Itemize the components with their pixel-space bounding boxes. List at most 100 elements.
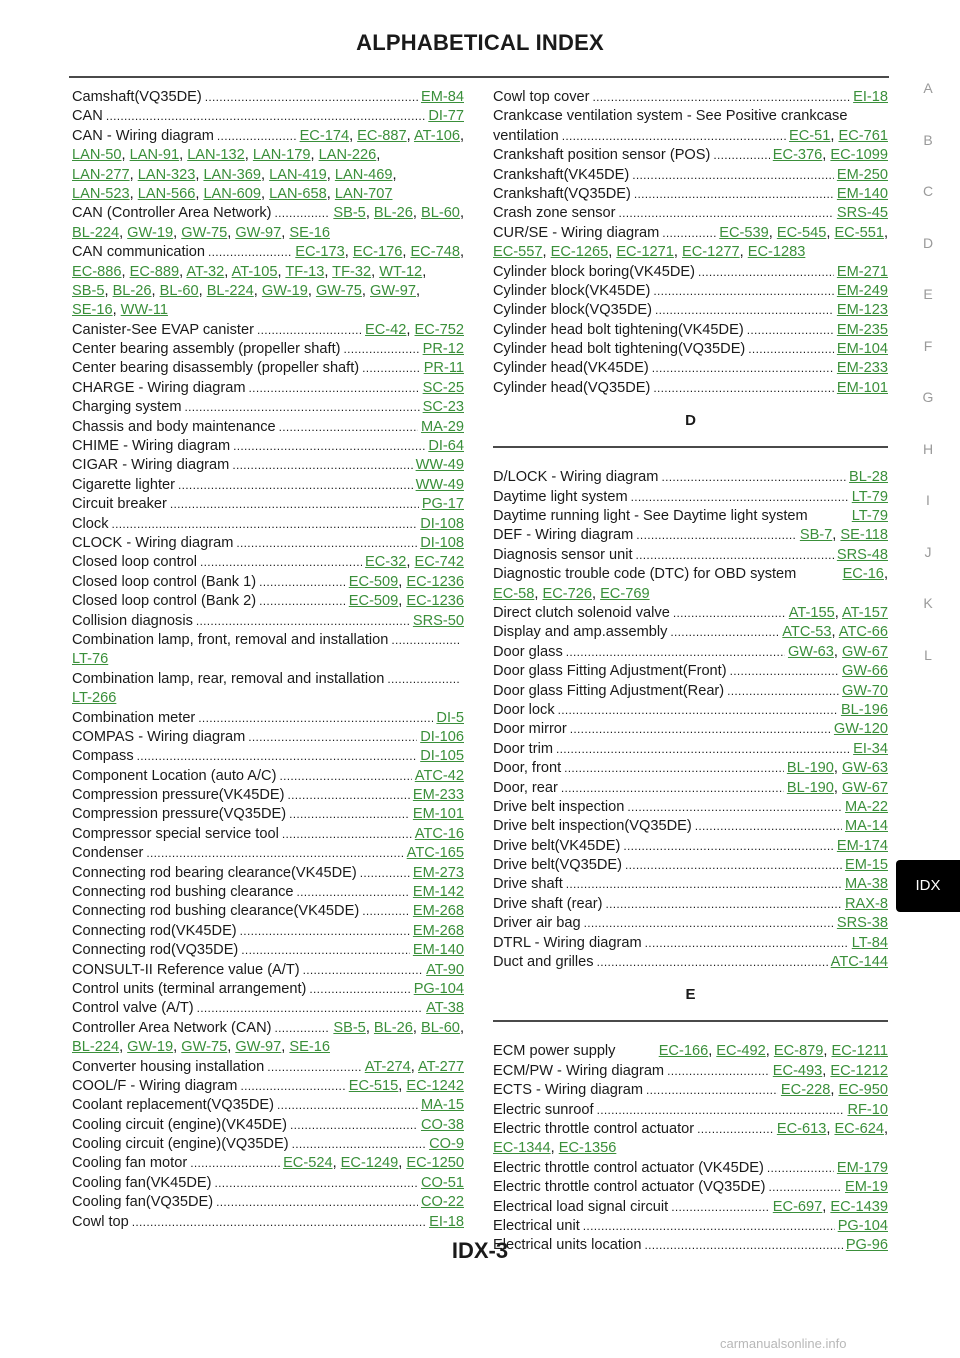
page-ref-link[interactable]: CO-9 (429, 1136, 464, 1153)
page-ref-link[interactable]: LT-79 (851, 488, 888, 505)
page-ref-link[interactable]: EC-492 (716, 1043, 766, 1060)
page-ref-link[interactable]: EC-761 (838, 127, 888, 144)
page-ref-link[interactable]: ATC-53 (782, 624, 832, 641)
page-ref-link[interactable]: EI-18 (853, 89, 888, 105)
page-ref-link[interactable]: BL-26 (373, 1019, 413, 1036)
page-ref-link[interactable]: EC-545 (776, 224, 827, 241)
page-ref-link[interactable]: DI-108 (420, 534, 464, 551)
page-ref-link[interactable]: EC-624 (834, 1120, 884, 1137)
page-ref-link[interactable]: BL-60 (159, 282, 199, 299)
page-ref-link[interactable]: EC-42 (365, 321, 407, 338)
section-tab-f[interactable]: F (923, 337, 933, 354)
page-ref-link[interactable]: EM-19 (845, 1179, 888, 1196)
page-ref-link[interactable]: EC-51 (789, 127, 831, 144)
page-ref-link[interactable]: DI-5 (436, 709, 464, 726)
page-ref-link[interactable]: EC-748 (410, 244, 460, 261)
page-ref-link[interactable]: LAN-91 (129, 147, 180, 164)
page-ref-link[interactable]: GW-66 (842, 663, 888, 680)
page-ref-link[interactable]: LAN-369 (203, 166, 262, 183)
page-ref-link[interactable]: PG-96 (845, 1237, 888, 1254)
page-ref-link[interactable]: LAN-277 (72, 166, 130, 183)
page-ref-link[interactable]: EC-1249 (340, 1155, 399, 1172)
page-ref-link[interactable]: WT-12 (379, 263, 423, 280)
page-ref-link[interactable]: EM-15 (845, 857, 888, 874)
page-ref-link[interactable]: EC-1344 (493, 1140, 551, 1157)
page-ref-link[interactable]: SE-16 (72, 302, 113, 319)
page-ref-link[interactable]: EM-233 (412, 787, 464, 804)
page-ref-link[interactable]: PR-12 (422, 341, 464, 358)
page-ref-link[interactable]: EM-104 (836, 341, 888, 358)
page-ref-link[interactable]: BL-190 (786, 779, 834, 796)
page-ref-link[interactable]: EC-1277 (682, 244, 740, 261)
page-ref-link[interactable]: EC-1236 (406, 593, 464, 610)
page-ref-link[interactable]: EC-887 (357, 127, 407, 144)
page-ref-link[interactable]: EC-950 (838, 1082, 888, 1099)
page-ref-link[interactable]: EC-1236 (406, 573, 464, 590)
page-ref-link[interactable]: EM-273 (412, 864, 464, 881)
page-ref-link[interactable]: LT-76 (72, 651, 109, 668)
page-ref-link[interactable]: GW-19 (127, 1039, 174, 1056)
page-ref-link[interactable]: LAN-50 (72, 147, 122, 164)
page-ref-link[interactable]: EM-174 (836, 837, 888, 854)
page-ref-link[interactable]: TF-32 (332, 263, 372, 280)
page-ref-link[interactable]: LAN-707 (334, 185, 393, 202)
page-ref-link[interactable]: LAN-566 (137, 185, 196, 202)
page-ref-link[interactable]: DI-64 (428, 438, 464, 455)
page-ref-link[interactable]: LT-84 (851, 934, 888, 951)
page-ref-link[interactable]: EC-886 (72, 263, 122, 280)
section-tab-idx[interactable]: IDX (896, 860, 960, 912)
section-tab-j[interactable]: J (924, 543, 932, 560)
page-ref-link[interactable]: EC-174 (299, 127, 350, 144)
page-ref-link[interactable]: EC-16 (842, 566, 884, 583)
page-ref-link[interactable]: EC-752 (414, 321, 464, 338)
page-ref-link[interactable]: LAN-523 (72, 185, 130, 202)
page-ref-link[interactable]: SRS-50 (412, 612, 464, 629)
page-ref-link[interactable]: GW-75 (181, 1039, 228, 1056)
page-ref-link[interactable]: BL-190 (786, 760, 834, 777)
page-ref-link[interactable]: MA-22 (845, 798, 888, 815)
page-ref-link[interactable]: EM-268 (412, 922, 464, 939)
page-ref-link[interactable]: EM-268 (412, 903, 464, 920)
page-ref-link[interactable]: EC-742 (414, 554, 464, 571)
page-ref-link[interactable]: GW-67 (842, 643, 888, 660)
section-tab-d[interactable]: D (922, 234, 934, 251)
page-ref-link[interactable]: BL-26 (112, 282, 152, 299)
page-ref-link[interactable]: EM-142 (412, 884, 464, 901)
page-ref-link[interactable]: MA-38 (845, 876, 888, 893)
page-ref-link[interactable]: CO-51 (421, 1174, 464, 1191)
page-ref-link[interactable]: ATC-16 (414, 825, 464, 842)
section-tab-e[interactable]: E (923, 286, 933, 302)
page-ref-link[interactable]: BL-28 (849, 469, 888, 486)
page-ref-link[interactable]: EC-58 (493, 585, 535, 602)
section-tab-g[interactable]: G (922, 389, 934, 405)
page-ref-link[interactable]: EC-1099 (830, 147, 888, 164)
section-tab-a[interactable]: A (923, 80, 933, 96)
page-ref-link[interactable]: BL-224 (206, 282, 254, 299)
page-ref-link[interactable]: AT-106 (413, 127, 460, 144)
page-ref-link[interactable]: EC-557 (493, 244, 543, 261)
page-ref-link[interactable]: EI-34 (853, 740, 888, 757)
page-ref-link[interactable]: SE-16 (289, 1039, 330, 1056)
page-ref-link[interactable]: DI-108 (420, 515, 464, 532)
page-ref-link[interactable]: SB-7 (799, 527, 833, 544)
page-ref-link[interactable]: MA-14 (845, 818, 888, 835)
page-ref-link[interactable]: SB-5 (72, 282, 105, 299)
page-ref-link[interactable]: EC-1250 (406, 1155, 464, 1172)
page-ref-link[interactable]: SRS-48 (836, 546, 888, 563)
page-ref-link[interactable]: SE-16 (289, 224, 330, 241)
page-ref-link[interactable]: LAN-132 (187, 147, 245, 164)
page-ref-link[interactable]: LAN-658 (269, 185, 327, 202)
page-ref-link[interactable]: GW-97 (235, 224, 282, 241)
page-ref-link[interactable]: EM-140 (836, 185, 888, 202)
page-ref-link[interactable]: AT-157 (842, 604, 888, 621)
page-ref-link[interactable]: BL-224 (72, 1039, 120, 1056)
page-ref-link[interactable]: LT-266 (72, 690, 117, 707)
page-ref-link[interactable]: GW-70 (842, 682, 888, 699)
page-ref-link[interactable]: MA-15 (421, 1097, 464, 1114)
page-ref-link[interactable]: SB-5 (333, 205, 366, 222)
page-ref-link[interactable]: AT-277 (418, 1058, 464, 1075)
page-ref-link[interactable]: EM-140 (412, 942, 464, 959)
page-ref-link[interactable]: EM-84 (421, 89, 464, 105)
section-tab-i[interactable]: I (926, 492, 930, 508)
page-ref-link[interactable]: GW-120 (833, 721, 888, 738)
